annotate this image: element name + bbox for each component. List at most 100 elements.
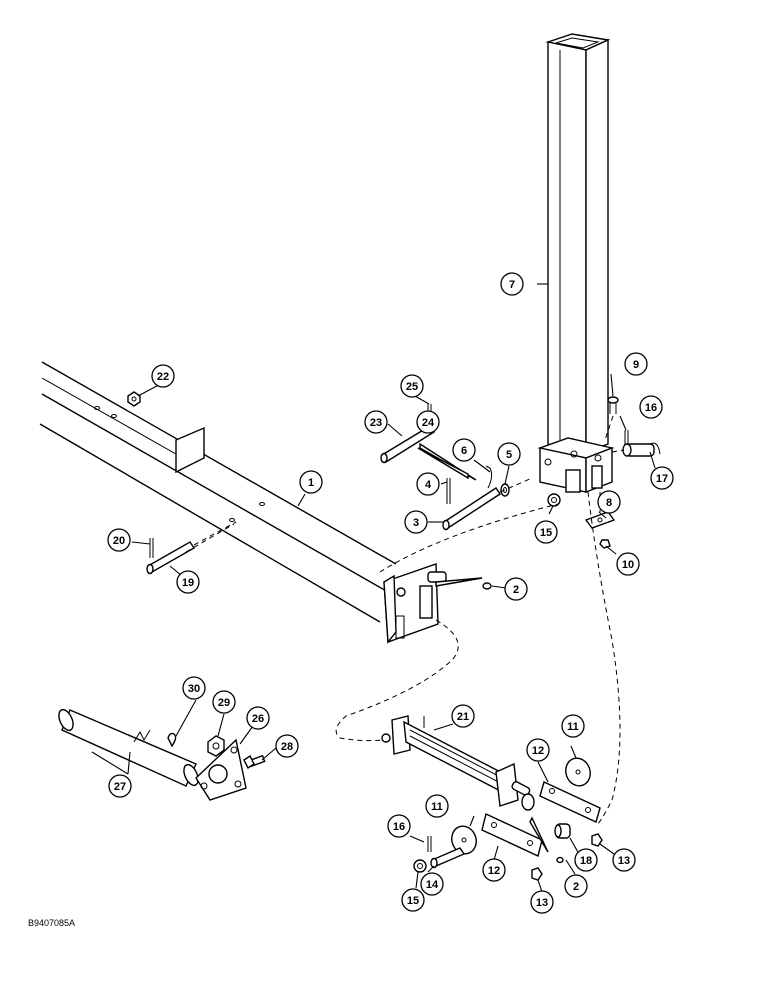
callout-30: 30 <box>182 676 206 700</box>
callout-19: 19 <box>176 570 200 594</box>
link-12-right <box>539 781 601 823</box>
callout-21: 21 <box>451 704 475 728</box>
svg-text:18: 18 <box>580 855 592 867</box>
callout-11-left: 11 <box>425 794 449 818</box>
pin-3-6-assembly <box>442 465 533 531</box>
nut-13-right <box>591 833 603 847</box>
callout-28: 28 <box>275 734 299 758</box>
callout-16-top: 16 <box>639 395 663 419</box>
svg-text:28: 28 <box>281 741 293 753</box>
callout-3: 3 <box>404 510 428 534</box>
callout-2-upper: 2 <box>504 577 528 601</box>
pin-23-assembly <box>380 404 477 481</box>
svg-text:19: 19 <box>182 577 194 589</box>
svg-text:24: 24 <box>422 417 435 429</box>
vertical-tube <box>545 33 611 453</box>
svg-text:16: 16 <box>645 402 657 414</box>
svg-text:15: 15 <box>407 895 419 907</box>
nut-29 <box>207 735 225 757</box>
callout-29: 29 <box>212 690 236 714</box>
callout-4: 4 <box>416 472 440 496</box>
callout-27: 27 <box>108 774 132 798</box>
svg-text:16: 16 <box>393 821 405 833</box>
svg-text:5: 5 <box>506 449 512 461</box>
svg-text:2: 2 <box>573 881 579 893</box>
washer-11-right <box>565 757 591 787</box>
svg-text:13: 13 <box>618 855 630 867</box>
svg-text:1: 1 <box>308 477 314 489</box>
callout-26: 26 <box>246 706 270 730</box>
pin-14-assembly <box>413 836 466 873</box>
hydraulic-cylinder <box>381 715 535 811</box>
svg-text:25: 25 <box>406 381 418 393</box>
callout-13-lower: 13 <box>530 890 554 914</box>
tube-base-bracket <box>537 437 615 494</box>
svg-text:23: 23 <box>370 417 382 429</box>
svg-text:22: 22 <box>157 371 169 383</box>
callout-15-lower: 15 <box>401 888 425 912</box>
callout-9: 9 <box>624 352 648 376</box>
callout-8: 8 <box>597 490 621 514</box>
callout-6: 6 <box>452 438 476 462</box>
washer-15-top <box>547 493 561 507</box>
svg-text:8: 8 <box>606 497 612 509</box>
svg-text:26: 26 <box>252 713 264 725</box>
callout-18: 18 <box>574 848 598 872</box>
svg-text:3: 3 <box>413 517 419 529</box>
svg-text:14: 14 <box>426 879 439 891</box>
svg-text:20: 20 <box>113 535 125 547</box>
svg-text:27: 27 <box>114 781 126 793</box>
svg-text:11: 11 <box>431 801 443 813</box>
washer-11-left <box>451 825 477 855</box>
nut-13-lower <box>531 867 543 881</box>
bolt-9 <box>604 396 619 441</box>
grease-fitting-2-lower <box>529 816 564 864</box>
callout-12-left: 12 <box>482 858 506 882</box>
callout-13-right: 13 <box>612 848 636 872</box>
svg-text:7: 7 <box>509 279 515 291</box>
callout-15-top: 15 <box>534 520 558 544</box>
figure-id: B9407085A <box>28 918 76 928</box>
bolt-28 <box>243 754 266 770</box>
svg-text:11: 11 <box>567 721 579 733</box>
callout-14: 14 <box>420 872 444 896</box>
svg-text:2: 2 <box>513 584 519 596</box>
pin-30 <box>167 732 177 748</box>
callout-11-right: 11 <box>561 714 585 738</box>
callout-10: 10 <box>616 552 640 576</box>
callout-12-right: 12 <box>526 738 550 762</box>
svg-text:21: 21 <box>457 711 469 723</box>
callout-7: 7 <box>500 272 524 296</box>
callout-2-lower: 2 <box>564 874 588 898</box>
assembly-lines <box>185 491 621 825</box>
callout-5: 5 <box>497 442 521 466</box>
main-tube <box>39 361 447 644</box>
callout-20: 20 <box>107 528 131 552</box>
pin-16-and-17 <box>611 430 661 457</box>
callout-16-lower: 16 <box>387 814 411 838</box>
grease-fitting-2-upper <box>435 577 492 590</box>
callout-22: 22 <box>151 364 175 388</box>
svg-text:13: 13 <box>536 897 548 909</box>
svg-text:6: 6 <box>461 445 467 457</box>
pin-19 <box>146 521 237 575</box>
callouts: 1 2 3 4 5 6 7 8 9 10 11 11 12 12 13 13 1… <box>91 272 674 914</box>
svg-text:17: 17 <box>656 473 668 485</box>
callout-25: 25 <box>400 374 424 398</box>
plate-8 <box>584 492 616 549</box>
callout-24: 24 <box>416 410 440 434</box>
svg-text:12: 12 <box>488 865 500 877</box>
svg-text:4: 4 <box>425 479 432 491</box>
svg-text:12: 12 <box>532 745 544 757</box>
plate-26 <box>195 738 247 801</box>
bushing-18 <box>554 823 571 839</box>
pipe-27 <box>58 708 199 787</box>
svg-text:29: 29 <box>218 697 230 709</box>
nut-22 <box>127 391 141 407</box>
link-12-left <box>481 813 543 857</box>
callout-17: 17 <box>650 466 674 490</box>
svg-text:15: 15 <box>540 527 552 539</box>
svg-text:9: 9 <box>633 359 639 371</box>
callout-1: 1 <box>299 470 323 494</box>
